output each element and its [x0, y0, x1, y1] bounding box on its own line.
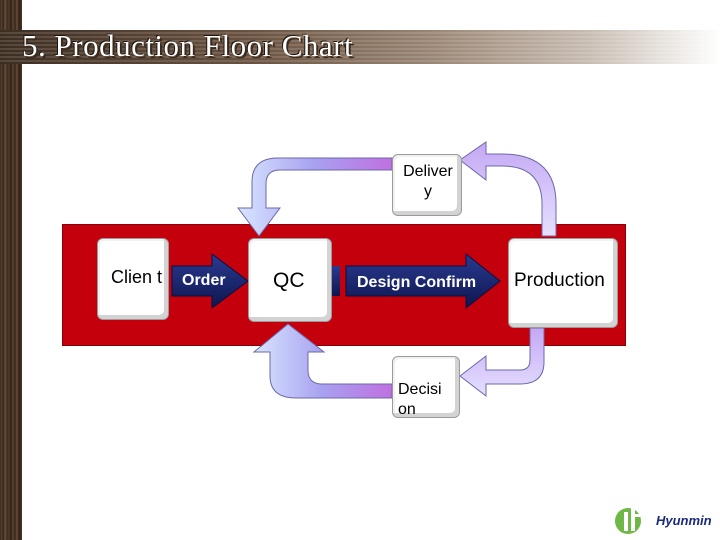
top-loop-arrow: [237, 141, 557, 237]
qc-box: QC: [248, 238, 332, 322]
decision-label: Decisi on: [398, 381, 442, 418]
company-logo-text: Hyunmin: [656, 513, 712, 528]
decision-box: Decisi on: [392, 356, 460, 418]
company-logo-icon: [615, 508, 641, 534]
production-label: Production: [514, 270, 605, 291]
client-box: Clien t: [97, 238, 169, 320]
production-box: Production: [508, 238, 618, 328]
page-title: 5. Production Floor Chart: [22, 28, 354, 63]
bottom-loop-arrow: [252, 323, 545, 399]
order-arrow: [171, 253, 249, 309]
client-label: Clien t: [111, 267, 163, 287]
order-label: Order: [182, 272, 226, 289]
title-band: [0, 30, 720, 64]
qc-label: QC: [273, 269, 305, 292]
design-confirm-label: Design Confirm: [357, 274, 477, 291]
delivery-label: Deliver y: [403, 163, 453, 200]
design-confirm-arrow: [332, 252, 501, 310]
wood-grain-strip: [0, 0, 22, 540]
delivery-box: Deliver y: [392, 154, 462, 216]
